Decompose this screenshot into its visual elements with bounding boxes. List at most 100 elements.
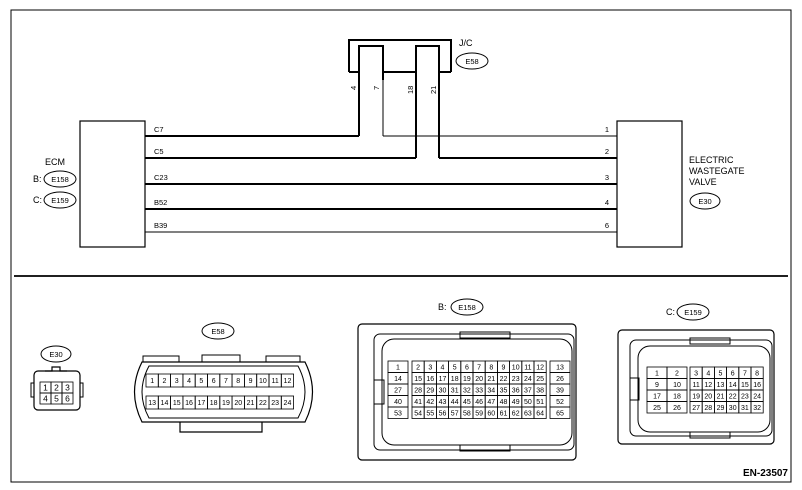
pin-number: 2 bbox=[54, 383, 59, 393]
pin-number: 15 bbox=[414, 376, 422, 383]
pin-number: 50 bbox=[524, 399, 532, 406]
pin-number: 31 bbox=[451, 387, 459, 394]
pin-number: 12 bbox=[536, 364, 544, 371]
pin-number: 29 bbox=[717, 405, 725, 412]
pin-number: 3 bbox=[175, 378, 179, 385]
pin-number: 21 bbox=[247, 400, 255, 407]
pin-number: 6 bbox=[212, 378, 216, 385]
ecm-b-prefix: B: bbox=[33, 174, 42, 184]
pin-number: 14 bbox=[394, 376, 402, 383]
pin-number: 61 bbox=[500, 410, 508, 417]
pin-number: 2 bbox=[675, 370, 679, 377]
pin-number: 1 bbox=[655, 370, 659, 377]
pin-number: 5 bbox=[199, 378, 203, 385]
pin-number: 32 bbox=[753, 405, 761, 412]
valve-connector-ref: E30 bbox=[698, 197, 711, 206]
pin-number: 4 bbox=[43, 394, 48, 404]
ecm-c-prefix: C: bbox=[33, 195, 42, 205]
pin-number: 64 bbox=[536, 410, 544, 417]
pin-number: 35 bbox=[500, 387, 508, 394]
pin-number: 54 bbox=[414, 410, 422, 417]
pin-number: 6 bbox=[65, 394, 70, 404]
valve-pin-label: 4 bbox=[605, 198, 609, 207]
pin-cell bbox=[750, 401, 764, 414]
pin-number: 59 bbox=[475, 410, 483, 417]
pin-number: 42 bbox=[426, 399, 434, 406]
ecm-pin-label: B52 bbox=[154, 198, 167, 207]
pin-number: 19 bbox=[222, 400, 230, 407]
jc-block: J/C E58 4 7 18 21 bbox=[348, 38, 489, 94]
pin-number: 28 bbox=[704, 405, 712, 412]
pin-number: 46 bbox=[475, 399, 483, 406]
pin-number: 22 bbox=[500, 376, 508, 383]
pin-number: 22 bbox=[729, 393, 737, 400]
pin-number: 56 bbox=[439, 410, 447, 417]
ecm-pin-label: B39 bbox=[154, 221, 167, 230]
pin-number: 3 bbox=[428, 364, 432, 371]
pin-number: 27 bbox=[394, 387, 402, 394]
pin-number: 9 bbox=[502, 364, 506, 371]
pin-number: 43 bbox=[439, 399, 447, 406]
e158-prefix: B: bbox=[438, 302, 447, 312]
ecm-pin-label: C7 bbox=[154, 125, 164, 134]
pin-number: 17 bbox=[439, 376, 447, 383]
pin-number: 41 bbox=[414, 399, 422, 406]
pin-number: 60 bbox=[487, 410, 495, 417]
pin-number: 18 bbox=[451, 376, 459, 383]
pin-number: 47 bbox=[487, 399, 495, 406]
pin-number: 11 bbox=[524, 364, 531, 371]
wire-lines bbox=[145, 135, 617, 233]
pin-number: 65 bbox=[556, 410, 564, 417]
pin-number: 32 bbox=[463, 387, 471, 394]
valve-pin-label: 1 bbox=[605, 125, 609, 134]
pin-number: 9 bbox=[249, 378, 253, 385]
e159-label: E159 bbox=[684, 308, 702, 317]
pin-number: 48 bbox=[500, 399, 508, 406]
pin-number: 3 bbox=[65, 383, 70, 393]
pin-number: 23 bbox=[271, 400, 279, 407]
pin-number: 29 bbox=[426, 387, 434, 394]
valve-pin-label: 2 bbox=[605, 147, 609, 156]
pin-cell bbox=[533, 406, 547, 419]
ecm-block: ECM B: E158 C: E159 bbox=[33, 120, 146, 248]
pin-number: 55 bbox=[426, 410, 434, 417]
ecm-c-connector-ref: E159 bbox=[51, 196, 69, 205]
pin-number: 20 bbox=[704, 393, 712, 400]
pin-number: 11 bbox=[272, 378, 279, 385]
pin-number: 30 bbox=[439, 387, 447, 394]
jc-pin-label: 4 bbox=[349, 86, 358, 90]
pin-number: 17 bbox=[197, 400, 205, 407]
pin-number: 8 bbox=[489, 364, 493, 371]
pin-number: 28 bbox=[414, 387, 422, 394]
pin-number: 4 bbox=[187, 378, 191, 385]
pin-number: 7 bbox=[743, 370, 747, 377]
pin-number: 26 bbox=[673, 405, 681, 412]
pin-cell bbox=[549, 406, 571, 419]
pin-number: 18 bbox=[673, 393, 681, 400]
pin-number: 40 bbox=[394, 399, 402, 406]
pin-number: 37 bbox=[524, 387, 532, 394]
pin-cell bbox=[387, 406, 409, 419]
pin-number: 6 bbox=[731, 370, 735, 377]
pin-number: 33 bbox=[475, 387, 483, 394]
pin-number: 16 bbox=[426, 376, 434, 383]
wire-labels: C7 C5 C23 B52 B39 1 2 3 4 6 bbox=[154, 125, 609, 230]
pin-number: 1 bbox=[150, 378, 154, 385]
e30-label: E30 bbox=[49, 350, 62, 359]
ecm-label: ECM bbox=[45, 157, 65, 167]
pin-number: 12 bbox=[284, 378, 292, 385]
pin-number: 27 bbox=[692, 405, 700, 412]
pin-number: 7 bbox=[224, 378, 228, 385]
jc-wires bbox=[358, 80, 440, 158]
pin-number: 23 bbox=[512, 376, 520, 383]
pin-number: 14 bbox=[729, 382, 737, 389]
pin-number: 2 bbox=[416, 364, 420, 371]
pin-number: 5 bbox=[54, 394, 59, 404]
pin-number: 13 bbox=[556, 364, 564, 371]
pin-cell bbox=[666, 401, 688, 414]
figure-code: EN-23507 bbox=[743, 468, 788, 479]
pin-number: 5 bbox=[453, 364, 457, 371]
pin-number: 15 bbox=[741, 382, 749, 389]
